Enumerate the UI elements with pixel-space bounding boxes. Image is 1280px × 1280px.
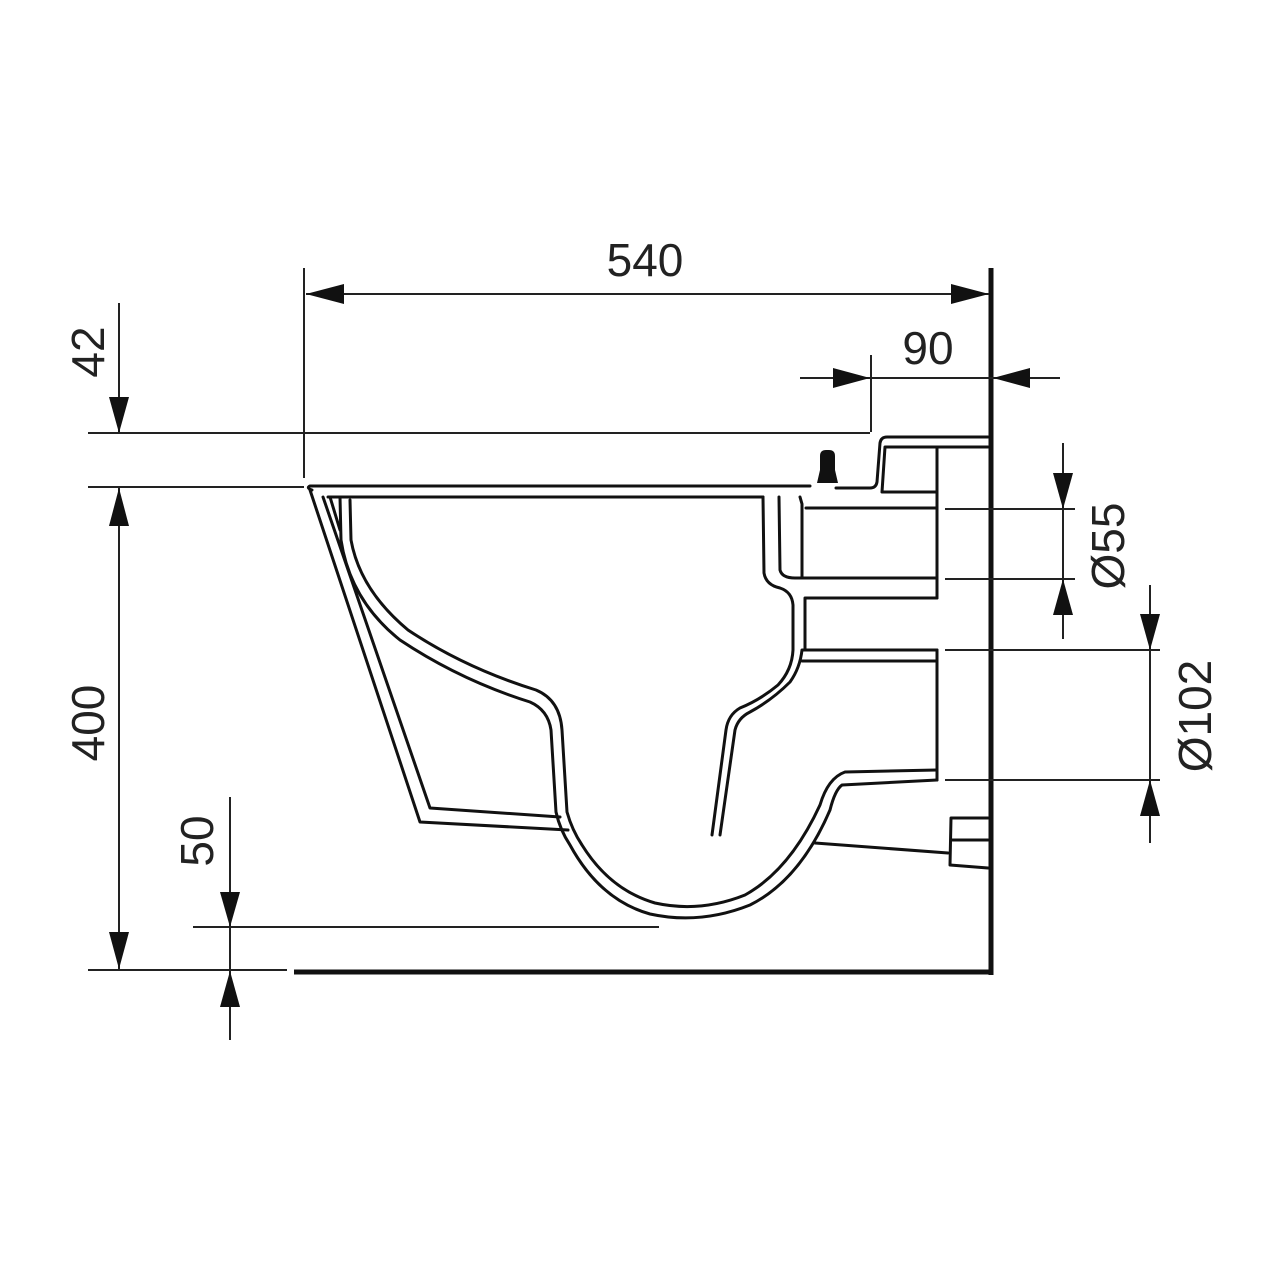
arrow-right-icon — [833, 368, 870, 388]
back-top-box — [880, 445, 990, 494]
arrow-up-icon — [220, 971, 240, 1007]
rim-top-line — [306, 484, 812, 492]
arrow-down-icon — [1053, 473, 1073, 509]
arrow-left-icon — [306, 284, 344, 304]
dimension-label-400: 400 — [62, 685, 114, 762]
top-cover-line — [834, 435, 990, 490]
bowl-inner-curve — [338, 495, 939, 920]
wall-and-floor — [294, 268, 994, 975]
mounting-block — [948, 816, 990, 870]
arrow-down-icon — [1140, 614, 1160, 650]
dimension-label-42: 42 — [62, 326, 114, 377]
dimension-label-outlet: Ø102 — [1169, 660, 1221, 773]
siphon-front — [710, 495, 795, 837]
arrow-left-icon — [993, 368, 1030, 388]
arrow-down-icon — [109, 397, 129, 433]
fixing-bolt — [817, 450, 838, 483]
arrow-up-icon — [1053, 579, 1073, 615]
dimension-400: 400 — [62, 487, 287, 971]
front-outer-wall — [308, 488, 570, 832]
dimension-label-50: 50 — [171, 815, 223, 866]
dimension-90: 90 — [800, 322, 1060, 432]
dimension-label-540: 540 — [607, 234, 684, 286]
siphon-inner — [777, 495, 939, 580]
dimension-50: 50 — [171, 797, 659, 1040]
dimension-inlet-diameter: Ø55 — [945, 443, 1134, 639]
front-rim-flange — [328, 495, 342, 532]
dimension-label-90: 90 — [902, 322, 953, 374]
arrow-up-icon — [109, 488, 129, 526]
dimension-540: 540 — [303, 234, 989, 478]
front-second-wall — [321, 495, 562, 819]
bowl-inner-curve-2 — [348, 498, 939, 909]
arrow-right-icon — [951, 284, 989, 304]
inlet-wall — [798, 495, 804, 579]
toilet-body — [306, 435, 990, 920]
dimension-label-inlet: Ø55 — [1082, 503, 1134, 590]
dimension-42: 42 — [62, 303, 870, 488]
dimension-outlet-diameter: Ø102 — [945, 585, 1221, 843]
arrow-down-icon — [109, 932, 129, 969]
siphon-back — [718, 648, 939, 837]
arrow-up-icon — [1140, 780, 1160, 816]
base-bottom-line — [813, 841, 950, 855]
arrow-down-icon — [220, 892, 240, 927]
